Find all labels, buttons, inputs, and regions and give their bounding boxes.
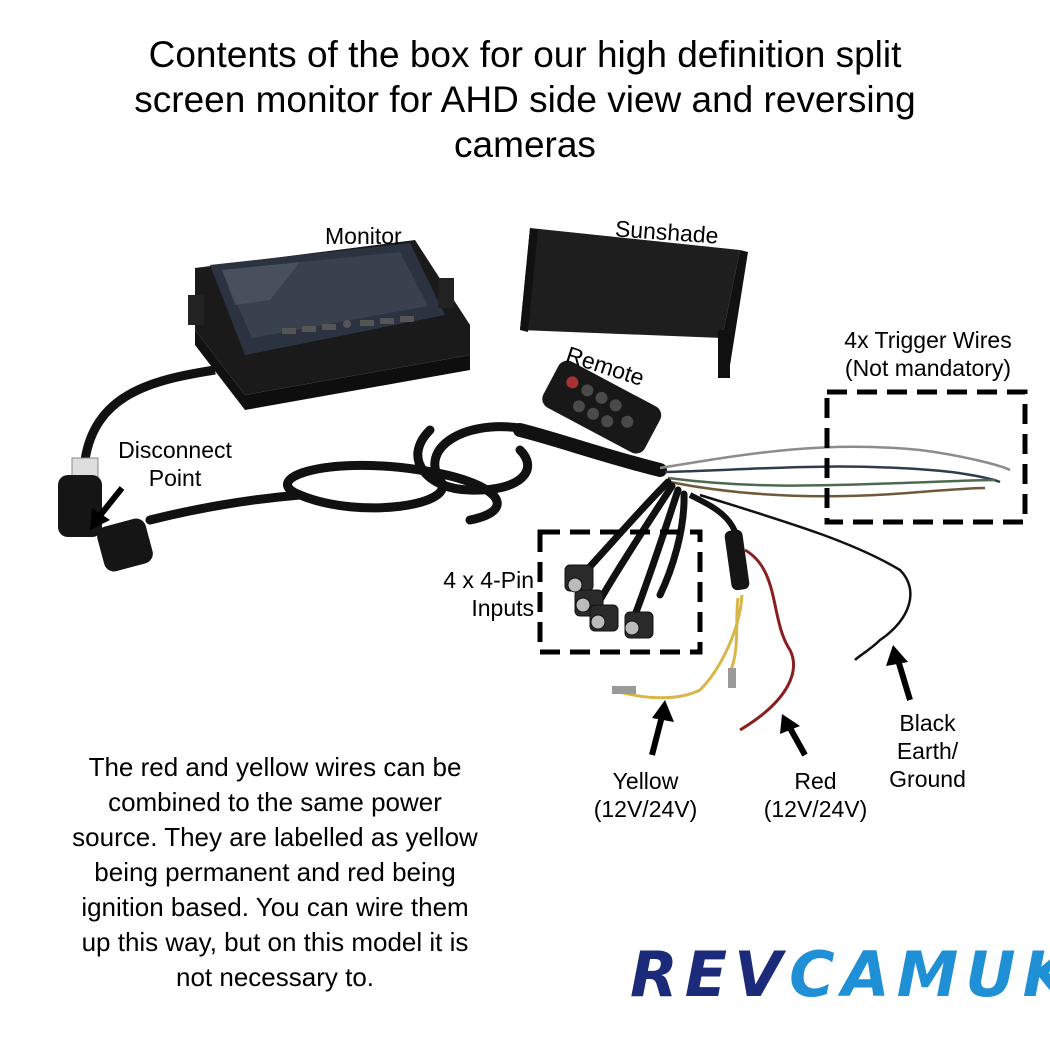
title-line: Contents of the box for our high definit… [148,34,902,75]
camera-input-leads [581,478,688,619]
note-line: The red and yellow wires can be [88,752,462,782]
note-line: not necessary to. [176,962,374,992]
revcamuk-logo: REVCAMUK [630,940,1050,1010]
inputs-label-line: 4 x 4-Pin [443,567,534,593]
arrow-icon [90,486,125,530]
logo-part: REV [630,938,790,1011]
yellow-label-line: Yellow [612,768,679,794]
red-wire-label: Red (12V/24V) [748,767,883,823]
arrow-icon [886,645,913,701]
arrow-icon [780,714,808,757]
black-wire [699,493,912,661]
title-line: cameras [454,124,596,165]
remote-image [542,360,662,454]
disconnect-point-label: Disconnect Point [100,436,250,492]
trigger-wires [659,445,1011,498]
sunshade-image [520,228,748,378]
note-line: source. They are labelled as yellow [72,822,478,852]
yellow-label-line: (12V/24V) [593,796,698,822]
arrow-icon [649,700,674,756]
disconnect-label-line: Disconnect [118,437,232,463]
4-pin-connectors [564,564,654,639]
wiring-note: The red and yellow wires can be combined… [10,750,540,995]
disconnect-label-line: Point [148,465,202,491]
note-line: being permanent and red being [94,857,456,887]
inputs-box [537,529,703,655]
yellow-wire-label: Yellow (12V/24V) [578,767,713,823]
monitor-image [188,240,470,410]
red-label-line: (12V/24V) [763,796,868,822]
note-line: up this way, but on this model it is [81,927,469,957]
monitor-label: Monitor [325,223,402,249]
note-line: combined to the same power [108,787,442,817]
title-line: screen monitor for AHD side view and rev… [134,79,916,120]
red-wire [739,548,795,732]
trigger-wires-label-line: (Not mandatory) [844,355,1012,381]
black-wire-label: Black Earth/ Ground [870,709,985,793]
trigger-wires-label-line: 4x Trigger Wires [844,327,1012,353]
note-line: ignition based. You can wire them [81,892,469,922]
red-label-line: Red [794,768,837,794]
black-label-line: Black [899,710,956,736]
inputs-label: 4 x 4-Pin Inputs [428,566,534,622]
black-label-line: Earth/ [896,738,959,764]
logo-part: CAMUK [789,938,1050,1011]
harness-cable [145,422,533,525]
page-title: Contents of the box for our high definit… [30,32,1020,167]
black-label-line: Ground [889,766,966,792]
inputs-label-line: Inputs [471,595,534,621]
trigger-wires-box [824,389,1028,525]
trigger-wires-label: 4x Trigger Wires (Not mandatory) [828,326,1028,382]
